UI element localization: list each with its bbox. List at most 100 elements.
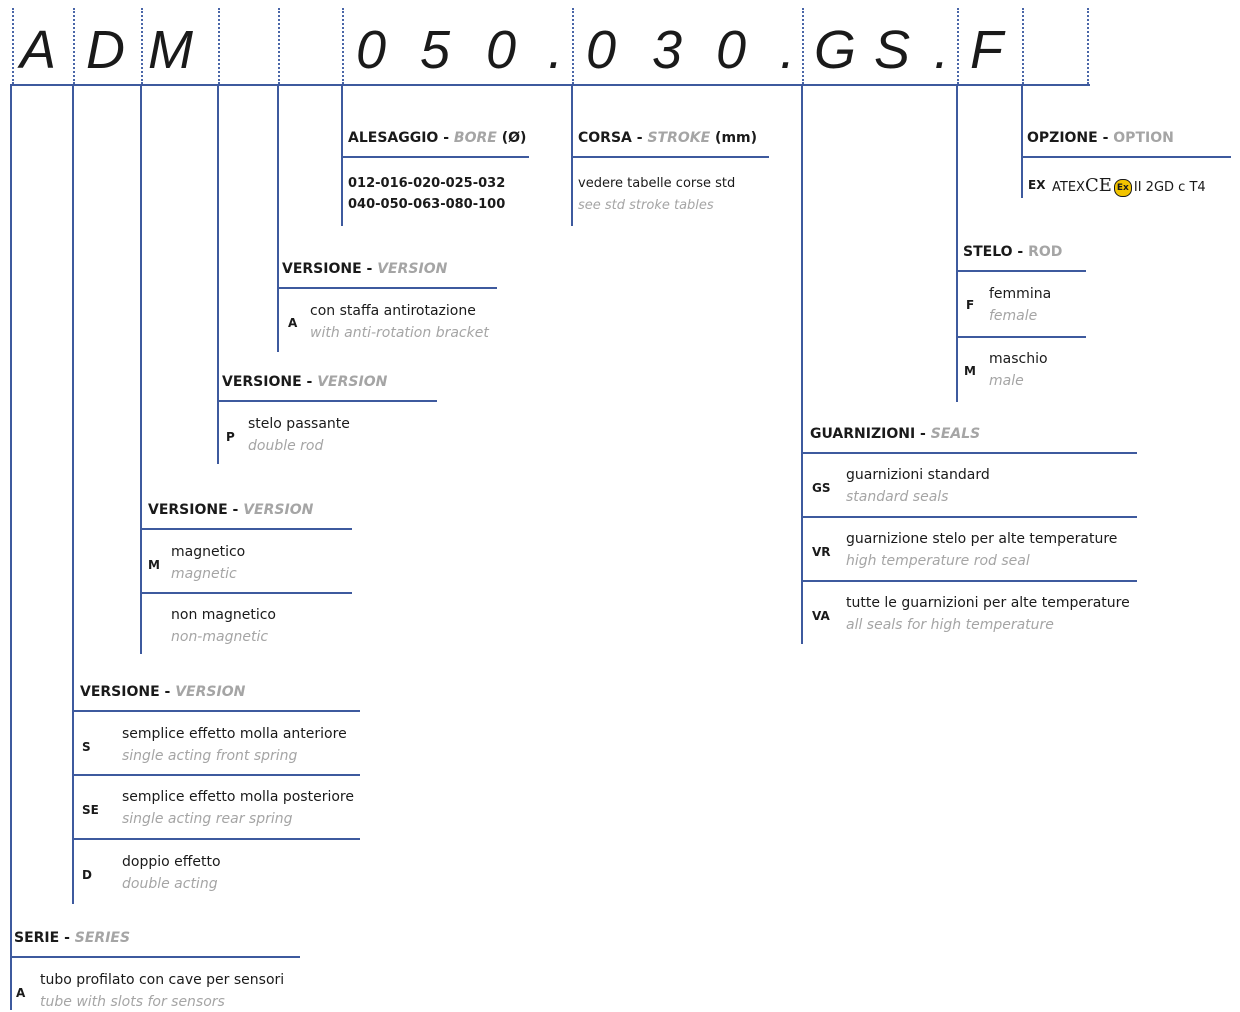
section-rule xyxy=(74,838,360,840)
title-en: SERIES xyxy=(74,930,131,946)
title-suffix: (mm) xyxy=(715,130,758,146)
option-code: GS xyxy=(812,481,831,495)
option-code: A xyxy=(16,986,26,1000)
title-en: VERSION xyxy=(377,261,448,277)
option-code: EX xyxy=(1028,178,1046,192)
connector-version-2 xyxy=(140,86,142,654)
code-char-stroke: 0 xyxy=(586,20,617,80)
title-it: STELO xyxy=(963,244,1013,260)
section-title: ALESAGGIO - BORE (Ø) xyxy=(348,130,527,146)
section-rule xyxy=(1023,156,1231,158)
code-separator xyxy=(1022,8,1024,84)
code-separator xyxy=(957,8,959,84)
code-separator xyxy=(1087,8,1089,84)
section-title: SERIE - SERIES xyxy=(14,930,131,946)
section-rule xyxy=(12,956,300,958)
option-code: VR xyxy=(812,545,831,559)
connector-version-4 xyxy=(277,86,279,352)
title-en: VERSION xyxy=(317,374,388,390)
title-en: STROKE xyxy=(647,130,711,146)
title-it: GUARNIZIONI xyxy=(810,426,916,442)
code-char-dot: . xyxy=(934,20,950,80)
title-en: VERSION xyxy=(243,502,314,518)
option-code: VA xyxy=(812,609,830,623)
code-char-dot: . xyxy=(548,20,564,80)
code-char-seals: S xyxy=(874,20,911,80)
option-desc-en: male xyxy=(989,373,1024,389)
section-rule xyxy=(279,287,497,289)
option-desc-en: standard seals xyxy=(846,489,949,505)
title-it: VERSIONE xyxy=(222,374,302,390)
code-separator xyxy=(802,8,804,84)
option-code: M xyxy=(964,364,976,378)
section-title: VERSIONE - VERSION xyxy=(148,502,314,518)
code-separator xyxy=(572,8,574,84)
code-char-version-2: M xyxy=(148,20,193,80)
code-char-series: A xyxy=(20,20,57,80)
stroke-note-it: vedere tabelle corse std xyxy=(578,176,736,191)
option-desc-en: double acting xyxy=(122,876,218,892)
option-desc-en: female xyxy=(989,308,1038,324)
code-separator xyxy=(141,8,143,84)
section-rule xyxy=(343,156,529,158)
option-desc-en: all seals for high temperature xyxy=(846,617,1054,633)
option-desc-en: non-magnetic xyxy=(171,629,269,645)
connector-seals xyxy=(801,86,803,644)
option-desc-en: single acting front spring xyxy=(122,748,298,764)
title-it: OPZIONE xyxy=(1027,130,1098,146)
code-char-stroke: 3 xyxy=(652,20,683,80)
code-char-bore: 5 xyxy=(420,20,451,80)
code-char-seals: G xyxy=(814,20,857,80)
code-char-rod: F xyxy=(970,20,1003,80)
code-separator xyxy=(218,8,220,84)
connector-version-3 xyxy=(217,86,219,464)
option-desc-it: semplice effetto molla anteriore xyxy=(122,726,347,742)
title-en: OPTION xyxy=(1113,130,1174,146)
option-desc-en: tube with slots for sensors xyxy=(40,994,225,1010)
section-rule xyxy=(803,516,1137,518)
option-code: D xyxy=(82,868,92,882)
option-desc-en: high temperature rod seal xyxy=(846,553,1030,569)
option-code: P xyxy=(226,430,235,444)
section-title: VERSIONE - VERSION xyxy=(222,374,388,390)
code-char-stroke: 0 xyxy=(716,20,747,80)
title-it: VERSIONE xyxy=(148,502,228,518)
title-en: VERSION xyxy=(175,684,246,700)
section-rule xyxy=(142,528,352,530)
option-desc-it: semplice effetto molla posteriore xyxy=(122,789,354,805)
option-desc-it: con staffa antirotazione xyxy=(310,303,476,319)
title-en: SEALS xyxy=(930,426,981,442)
option-desc-it: femmina xyxy=(989,286,1052,302)
title-en: ROD xyxy=(1028,244,1063,260)
section-rule xyxy=(219,400,437,402)
section-title: VERSIONE - VERSION xyxy=(80,684,246,700)
bore-values-line-1: 012-016-020-025-032 xyxy=(348,176,506,191)
option-desc-it: stelo passante xyxy=(248,416,350,432)
option-desc-it: tutte le guarnizioni per alte temperatur… xyxy=(846,595,1130,611)
atex-label: ATEX xyxy=(1052,180,1085,195)
option-desc-it: doppio effetto xyxy=(122,854,221,870)
section-rule xyxy=(74,710,360,712)
option-desc-it: guarnizioni standard xyxy=(846,467,990,483)
code-separator xyxy=(278,8,280,84)
code-char-bore: 0 xyxy=(486,20,517,80)
connector-stroke xyxy=(571,86,573,226)
option-desc-it: non magnetico xyxy=(171,607,276,623)
connector-version-1 xyxy=(72,86,74,904)
title-it: VERSIONE xyxy=(282,261,362,277)
connector-bore xyxy=(341,86,343,226)
section-title: GUARNIZIONI - SEALS xyxy=(810,426,981,442)
section-rule xyxy=(142,592,352,594)
option-code: F xyxy=(966,298,975,312)
section-title: STELO - ROD xyxy=(963,244,1063,260)
option-code: S xyxy=(82,740,91,754)
code-char-version-1: D xyxy=(86,20,125,80)
option-desc-en: with anti-rotation bracket xyxy=(310,325,489,341)
section-rule xyxy=(803,580,1137,582)
title-suffix: (Ø) xyxy=(501,130,527,146)
section-title: CORSA - STROKE (mm) xyxy=(578,130,758,146)
title-it: VERSIONE xyxy=(80,684,160,700)
title-it: SERIE xyxy=(14,930,60,946)
atex-class: II 2GD c T4 xyxy=(1133,180,1206,195)
section-rule xyxy=(573,156,769,158)
